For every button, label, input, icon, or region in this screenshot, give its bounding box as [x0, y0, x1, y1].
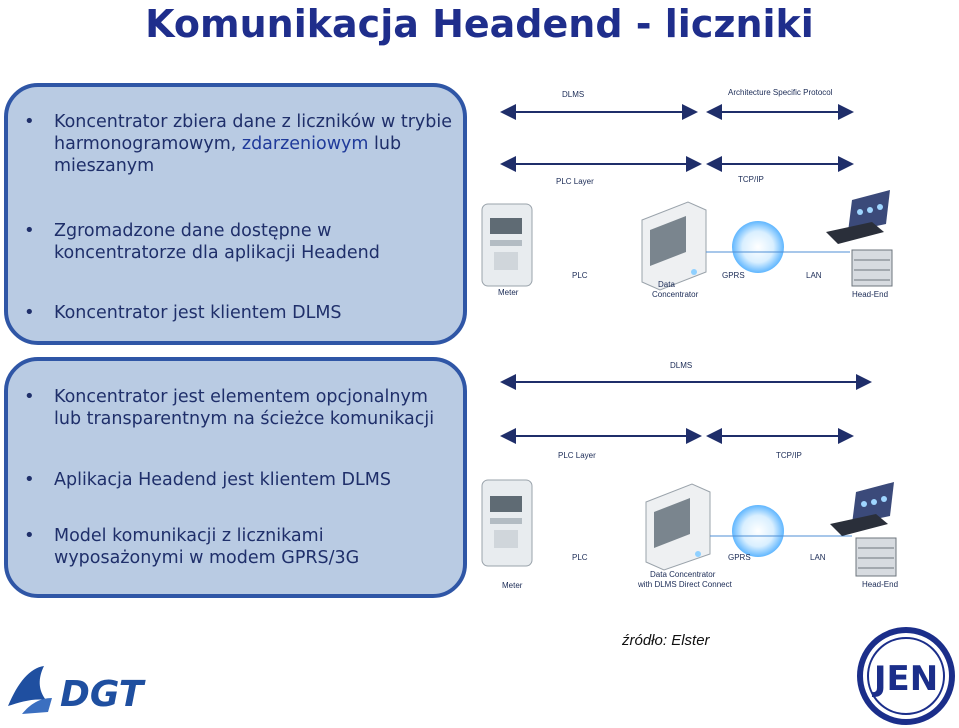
bullet-emphasis: zdarzeniowym	[241, 134, 369, 154]
bullet-text-tail: lub mieszanym	[54, 134, 402, 176]
label-lan: LAN	[810, 553, 826, 562]
data-concentrator-icon	[645, 483, 711, 571]
label-concentrator-line1: Data Concentrator	[650, 570, 716, 579]
label-headend: Head-End	[852, 290, 888, 299]
headend-computer-icon	[830, 482, 894, 536]
info-box-top: Koncentrator zbiera dane z liczników w t…	[4, 83, 467, 345]
source-caption: źródło: Elster	[622, 632, 710, 649]
meter-icon	[481, 203, 533, 287]
headend-computer-icon	[826, 190, 890, 244]
label-headend: Head-End	[862, 580, 898, 589]
bullet-item: Model komunikacji z licznikami wyposażon…	[24, 525, 453, 569]
info-box-bottom: Koncentrator jest elementem opcjonalnym …	[4, 357, 467, 598]
jen-logo: JEN	[857, 627, 955, 725]
label-concentrator-line2: Concentrator	[652, 290, 699, 299]
headend-server-icon	[855, 537, 897, 577]
label-gprs: GPRS	[728, 553, 751, 562]
label-lan: LAN	[806, 271, 822, 280]
label-dlms: DLMS	[562, 90, 584, 99]
label-plc-layer: PLC Layer	[556, 177, 594, 186]
label-plc: PLC	[572, 271, 588, 280]
meter-icon	[481, 479, 533, 567]
gprs-network-icon	[732, 221, 784, 273]
label-concentrator-line1: Data	[658, 280, 675, 289]
dgt-logo-text: DGT	[60, 674, 146, 715]
headend-server-icon	[851, 249, 893, 287]
label-plc: PLC	[572, 553, 588, 562]
bullet-item: Aplikacja Headend jest klientem DLMS	[24, 469, 453, 491]
label-meter: Meter	[502, 581, 523, 590]
architecture-diagram-top: DLMS Architecture Specific Protocol PLC …	[481, 88, 893, 299]
label-architecture-specific-protocol: Architecture Specific Protocol	[728, 88, 833, 97]
architecture-diagram-bottom: DLMS PLC Layer TCP/IP Meter PLC Data Con…	[481, 361, 898, 590]
label-gprs: GPRS	[722, 271, 745, 280]
data-concentrator-icon	[641, 201, 707, 291]
label-tcpip: TCP/IP	[776, 451, 802, 460]
label-concentrator-line2: with DLMS Direct Connect	[637, 580, 733, 589]
label-dlms: DLMS	[670, 361, 692, 370]
bullet-text: Koncentrator zbiera dane z liczników w t…	[54, 112, 452, 154]
dgt-logo: DGT	[8, 666, 146, 715]
gprs-network-icon	[732, 505, 784, 557]
label-tcpip: TCP/IP	[738, 175, 764, 184]
label-meter: Meter	[498, 288, 519, 297]
bullet-item: Koncentrator zbiera dane z liczników w t…	[24, 111, 453, 177]
jen-logo-text: JEN	[872, 659, 938, 699]
bullet-item: Koncentrator jest elementem opcjonalnym …	[24, 386, 453, 430]
bullet-item: Koncentrator jest klientem DLMS	[24, 302, 453, 324]
slide-title: Komunikacja Headend - liczniki	[145, 2, 814, 46]
bullet-item: Zgromadzone dane dostępne w koncentrator…	[24, 220, 453, 264]
label-plc-layer: PLC Layer	[558, 451, 596, 460]
